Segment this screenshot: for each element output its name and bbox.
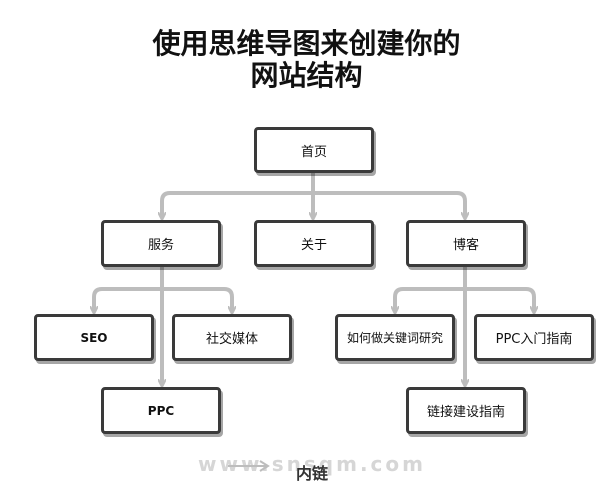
connector-blog-keyword [395, 266, 467, 310]
connector-blog-ppc-guide [463, 287, 534, 310]
node-services: 服务 [101, 220, 221, 267]
node-home: 首页 [254, 127, 374, 173]
node-seo: SEO [34, 314, 154, 361]
connector-services-social [160, 287, 232, 310]
node-blog: 博客 [406, 220, 526, 267]
node-about: 关于 [254, 220, 374, 267]
connector-home-services [162, 171, 315, 216]
node-ppc-guide: PPC入门指南 [474, 314, 594, 361]
legend-label: 内链 [296, 464, 329, 483]
connector-home-blog [311, 191, 465, 216]
watermark: www.snsqm.com [198, 452, 426, 476]
node-keyword-research: 如何做关键词研究 [335, 314, 455, 361]
node-link-building: 链接建设指南 [406, 387, 526, 434]
legend-arrow-icon [228, 460, 270, 472]
page-title-line-2: 网站结构 [250, 59, 363, 92]
page-title-line-1: 使用思维导图来创建你的 [152, 27, 461, 60]
node-social-media: 社交媒体 [172, 314, 292, 361]
connector-services-seo [94, 266, 164, 310]
node-ppc: PPC [101, 387, 221, 434]
